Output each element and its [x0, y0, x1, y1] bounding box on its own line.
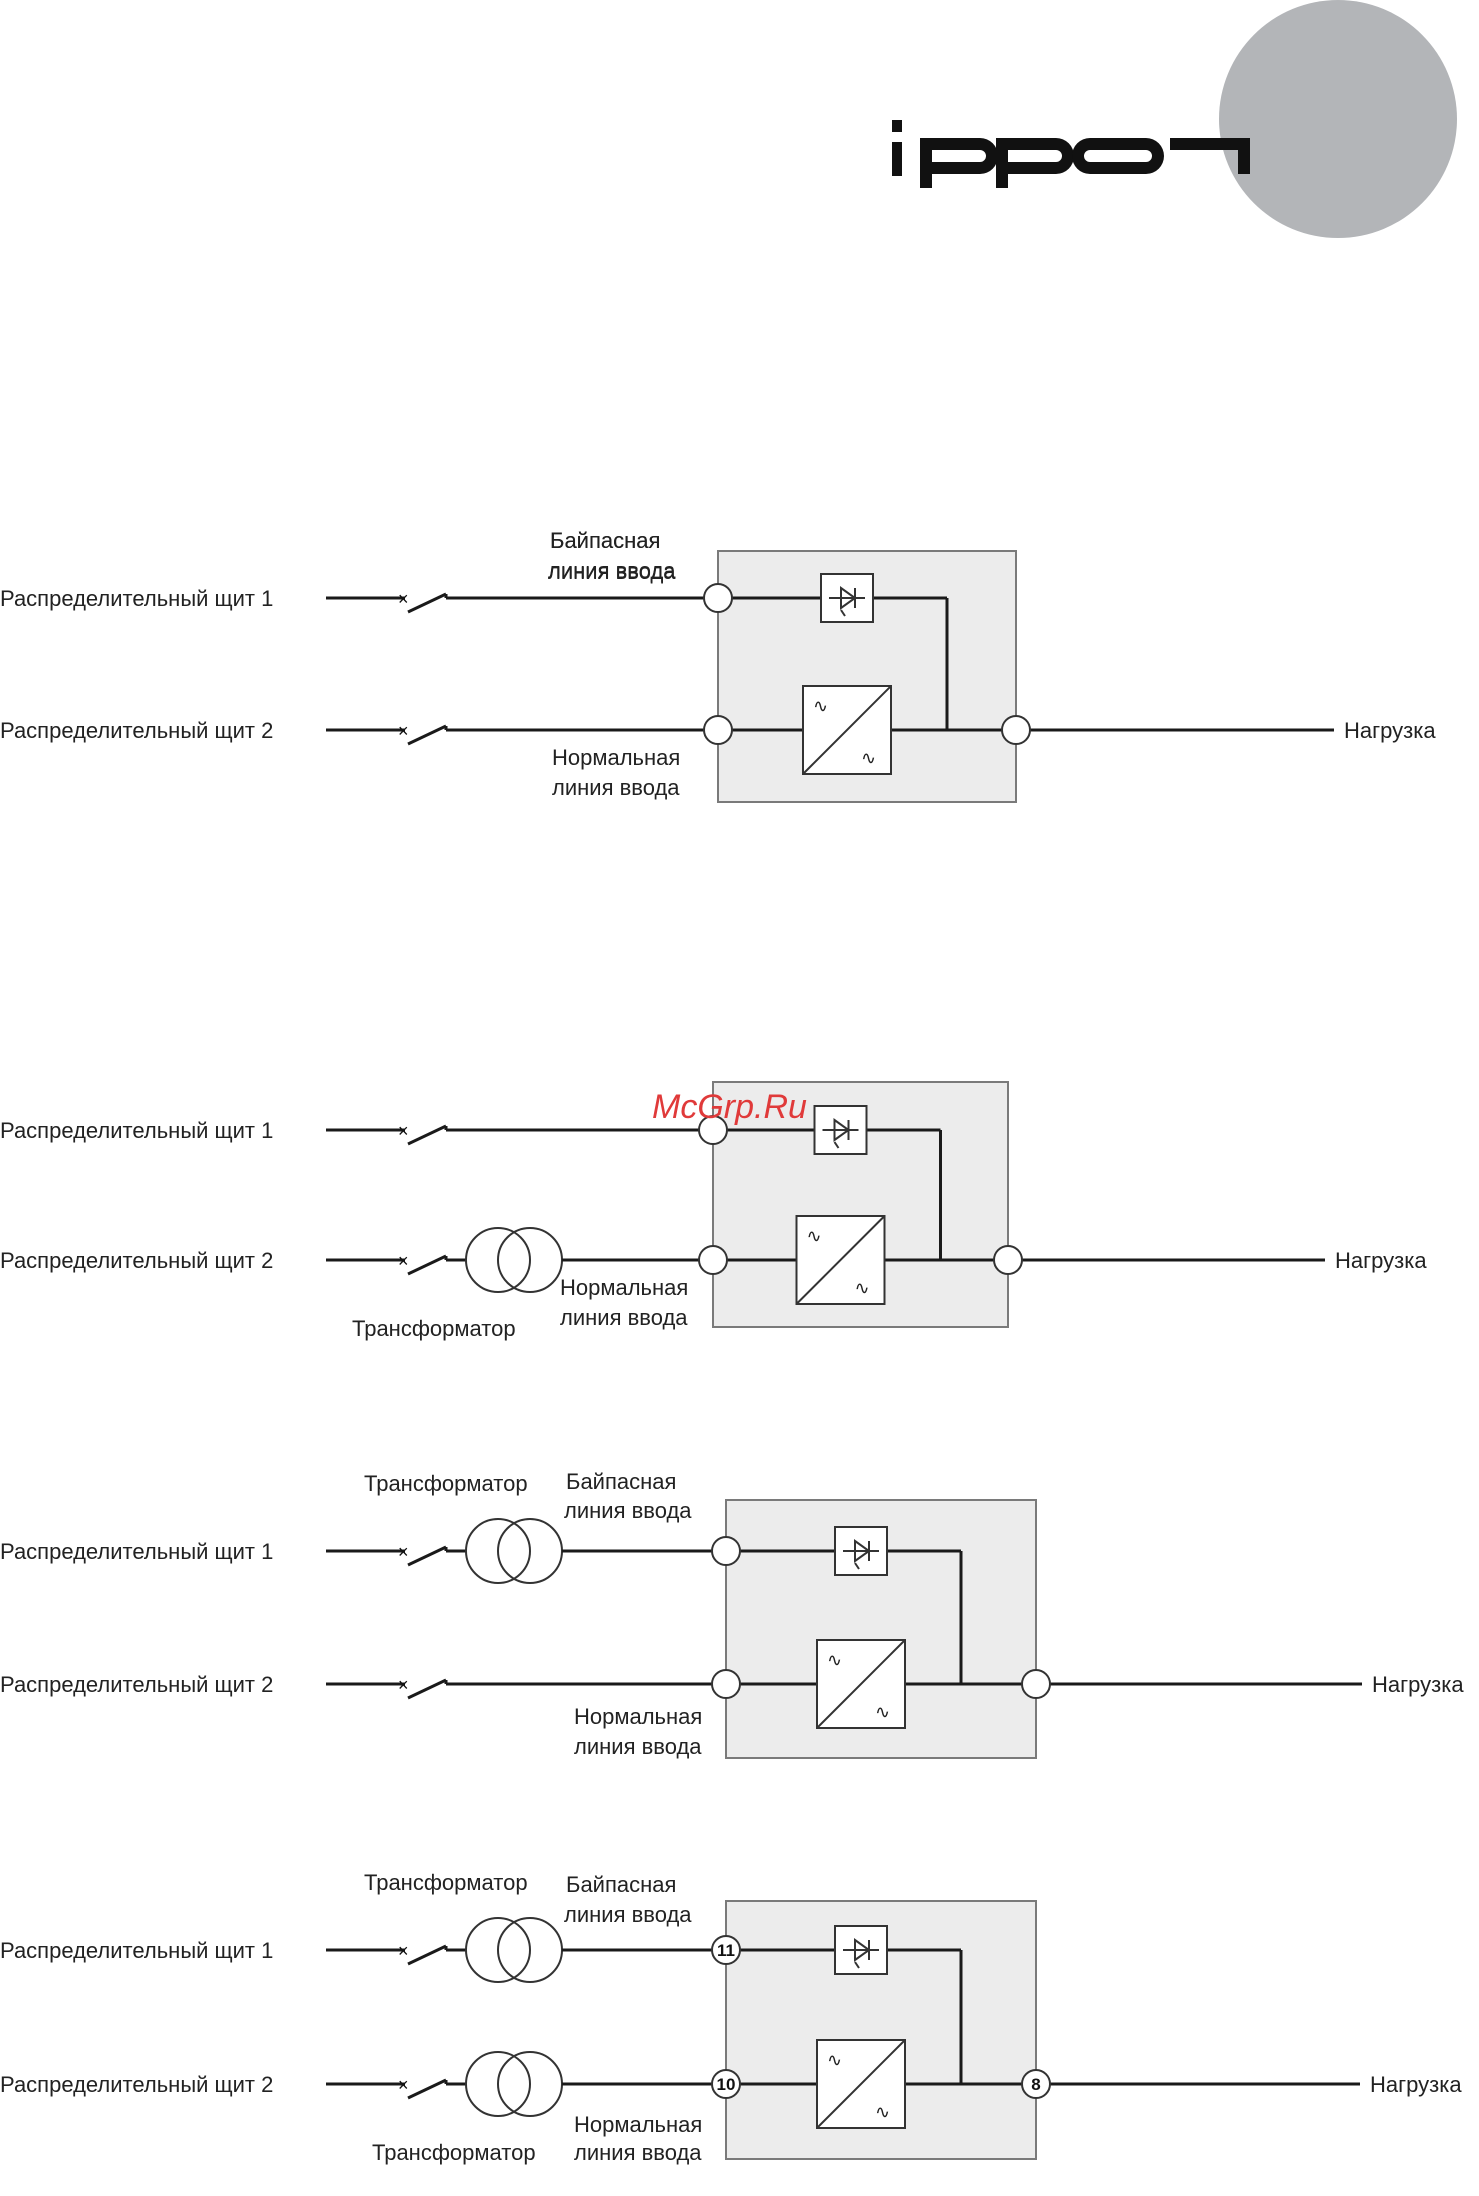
thyristor-arrow-icon	[840, 586, 857, 610]
ac-wave-icon: ∿	[807, 1226, 822, 1246]
diagram-d4: Распределительный щит 1 Распределительный…	[0, 1870, 1462, 2165]
breaker-x-mark: ×	[398, 2075, 409, 2095]
breaker-contact	[407, 1124, 447, 1146]
converter-diagonal-icon	[795, 1215, 886, 1305]
breaker-x-mark: ×	[398, 1941, 409, 1961]
bypass-line-label: линия ввода	[548, 558, 676, 583]
ac-wave-icon: ∿	[855, 1278, 870, 1298]
ac-wave-icon: ∿	[827, 1650, 842, 1670]
bypass-line-label: линия ввода	[564, 1902, 692, 1927]
transformer-label: Трансформатор	[372, 2140, 536, 2165]
breaker-contact	[407, 592, 447, 614]
panel-1-label: Распределительный щит 1	[0, 1539, 273, 1564]
normal-line-label: Нормальная	[574, 2112, 702, 2137]
breaker-contact	[407, 2078, 447, 2100]
terminal-port	[711, 1536, 741, 1566]
thyristor-arrow-icon	[833, 1118, 851, 1142]
terminal-port	[703, 715, 733, 745]
terminal-port	[993, 1245, 1023, 1275]
terminal-port	[698, 1245, 728, 1275]
normal-line-label: Нормальная	[552, 745, 680, 770]
converter-diagonal-icon	[816, 1639, 906, 1729]
terminal-number: 8	[1031, 2075, 1040, 2094]
diagram-d1: Распределительный щит 1 Распределительный…	[0, 528, 1436, 803]
transformer-coil-icon	[465, 1518, 531, 1584]
panel-2-label: Распределительный щит 2	[0, 1672, 273, 1697]
ac-wave-icon: ∿	[875, 2102, 890, 2122]
diagram-d2: Распределительный щит 1 Распределительный…	[0, 528, 1427, 1341]
bypass-line-label: Байпасная	[550, 528, 660, 553]
load-label: Нагрузка	[1372, 1672, 1464, 1697]
ippon-logo	[892, 120, 1250, 188]
normal-line-label: линия ввода	[560, 1305, 688, 1330]
terminal-port	[1021, 2069, 1051, 2099]
ac-wave-icon: ∿	[827, 2050, 842, 2070]
thyristor-gate-icon	[854, 1961, 860, 1969]
transformer-coil-icon	[465, 1917, 531, 1983]
transformer-label: Трансформатор	[352, 1316, 516, 1341]
load-label: Нагрузка	[1370, 2072, 1462, 2097]
breaker-x-mark: ×	[398, 1675, 409, 1695]
transformer-label: Трансформатор	[364, 1471, 528, 1496]
breaker-contact	[407, 1545, 447, 1567]
logo-circle	[1219, 0, 1457, 238]
transformer-coil-icon	[465, 2051, 531, 2117]
converter-diagonal-icon	[816, 2039, 906, 2129]
panel-1-label: Распределительный щит 1	[0, 586, 273, 611]
thyristor-arrow-icon	[854, 1938, 871, 1962]
terminal-port	[698, 1115, 728, 1145]
breaker-contact	[407, 1678, 447, 1700]
terminal-port	[1021, 1669, 1051, 1699]
panel-2-label: Распределительный щит 2	[0, 2072, 273, 2097]
breaker-contact	[407, 1254, 447, 1276]
terminal-number: 11	[717, 1941, 735, 1960]
breaker-x-mark: ×	[398, 1121, 409, 1141]
terminal-number: 10	[717, 2075, 736, 2094]
breaker-x-mark: ×	[398, 1542, 409, 1562]
load-label: Нагрузка	[1335, 1248, 1427, 1273]
normal-line-label: линия ввода	[574, 1734, 702, 1759]
terminal-port	[711, 1935, 741, 1965]
panel-2-label: Распределительный щит 2	[0, 718, 273, 743]
thyristor-gate-icon	[840, 609, 846, 617]
normal-line-label: Нормальная	[560, 1275, 688, 1300]
ac-wave-icon: ∿	[813, 696, 828, 716]
ac-wave-icon: ∿	[875, 1702, 890, 1722]
terminal-port	[711, 1669, 741, 1699]
thyristor-gate-icon	[833, 1141, 840, 1149]
terminal-port	[711, 2069, 741, 2099]
bypass-line-label: Байпасная	[566, 1469, 676, 1494]
panel-2-label: Распределительный щит 2	[0, 1248, 273, 1273]
load-label: Нагрузка	[1344, 718, 1436, 743]
bypass-line-label: линия ввода	[564, 1498, 692, 1523]
breaker-x-mark: ×	[398, 1251, 409, 1271]
normal-line-label: линия ввода	[574, 2140, 702, 2165]
panel-1-label: Распределительный щит 1	[0, 1118, 273, 1143]
panel-1-label: Распределительный щит 1	[0, 1938, 273, 1963]
breaker-x-mark: ×	[398, 589, 409, 609]
transformer-label: Трансформатор	[364, 1870, 528, 1895]
transformer-coil-icon	[465, 1227, 531, 1293]
normal-line-label: Нормальная	[574, 1704, 702, 1729]
bypass-line-label: Байпасная	[550, 528, 660, 553]
terminal-port	[703, 583, 733, 613]
converter-diagonal-icon	[802, 685, 892, 775]
bypass-line-label: Байпасная	[566, 1872, 676, 1897]
bypass-line-label: линия ввода	[548, 559, 676, 584]
breaker-contact	[407, 1944, 447, 1966]
watermark: McGrp.Ru	[652, 1088, 807, 1126]
breaker-x-mark: ×	[398, 721, 409, 741]
normal-line-label: линия ввода	[552, 775, 680, 800]
thyristor-arrow-icon	[854, 1539, 871, 1563]
breaker-contact	[407, 724, 447, 746]
ac-wave-icon: ∿	[861, 748, 876, 768]
thyristor-gate-icon	[854, 1562, 860, 1570]
diagram-d3: Распределительный щит 1 Распределительный…	[0, 1469, 1464, 1759]
terminal-port	[1001, 715, 1031, 745]
